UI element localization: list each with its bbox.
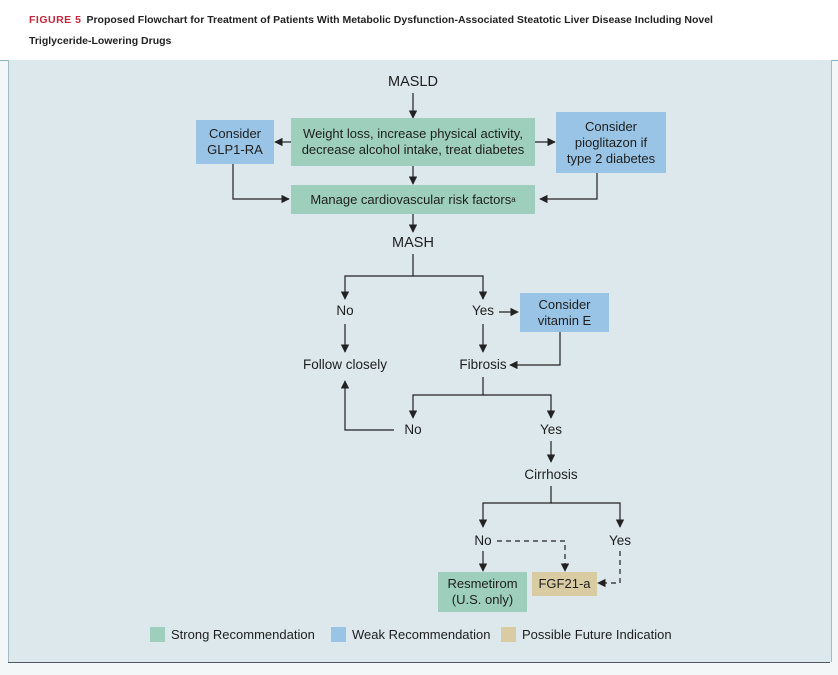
edge-fibrosis-no-follow [340, 380, 394, 431]
edge-mash-yes [413, 275, 484, 299]
node-mash-yes: Yes [471, 303, 495, 318]
node-glp1: Consider GLP1-RA [196, 120, 274, 164]
node-fibrosis-yes: Yes [539, 422, 563, 437]
node-fibrosis-no: No [404, 422, 422, 437]
edge-fibrosis-yes [483, 394, 556, 419]
edge-yes-fgf21-dashed [597, 551, 621, 588]
edge-cirrhosis-yes [551, 502, 625, 528]
node-cirrhosis: Cirrhosis [524, 467, 578, 482]
node-vitamin-e: Consider vitamin E [520, 293, 609, 332]
node-mash: MASH [392, 235, 434, 251]
legend-label-future: Possible Future Indication [522, 627, 672, 642]
node-fibrosis: Fibrosis [459, 357, 507, 372]
legend-swatch-weak [331, 627, 346, 642]
edge-mash-no [340, 254, 414, 300]
legend-item-future: Possible Future Indication [501, 627, 672, 642]
figure-label: FIGURE 5 [29, 14, 82, 26]
legend-item-weak: Weak Recommendation [331, 627, 491, 642]
node-fgf21: FGF21-a [532, 572, 597, 596]
node-cardio-label: Manage cardiovascular risk factors [310, 191, 512, 207]
legend-label-weak: Weak Recommendation [352, 627, 491, 642]
legend: Strong Recommendation Weak Recommendatio… [150, 627, 710, 645]
node-pioglitazone: Consider pioglitazon if type 2 diabetes [556, 112, 666, 173]
figure-caption: FIGURE 5 Proposed Flowchart for Treatment… [0, 0, 838, 61]
node-resmetirom: Resmetirom (U.S. only) [438, 572, 527, 612]
legend-label-strong: Strong Recommendation [171, 627, 315, 642]
edge-glp1-cardio [232, 164, 290, 204]
edge-pioglitazone-cardio [539, 173, 598, 204]
node-cirrhosis-yes: Yes [608, 533, 632, 548]
node-mash-no: No [336, 303, 354, 318]
edge-fibrosis-no [408, 377, 484, 419]
divider [8, 662, 830, 663]
legend-swatch-strong [150, 627, 165, 642]
node-follow-closely: Follow closely [302, 357, 388, 372]
node-lifestyle: Weight loss, increase physical activity,… [291, 118, 535, 166]
edge-vitamin-e-fibrosis [509, 332, 561, 370]
figure-title-line1: Proposed Flowchart for Treatment of Pati… [86, 14, 713, 26]
figure-title-line2: Triglyceride-Lowering Drugs [29, 35, 172, 47]
edge-no-fgf21-dashed [497, 540, 570, 572]
node-cirrhosis-no: No [474, 533, 492, 548]
edge-cirrhosis-no [478, 486, 552, 528]
legend-swatch-future [501, 627, 516, 642]
node-masld: MASLD [388, 74, 438, 90]
legend-item-strong: Strong Recommendation [150, 627, 315, 642]
